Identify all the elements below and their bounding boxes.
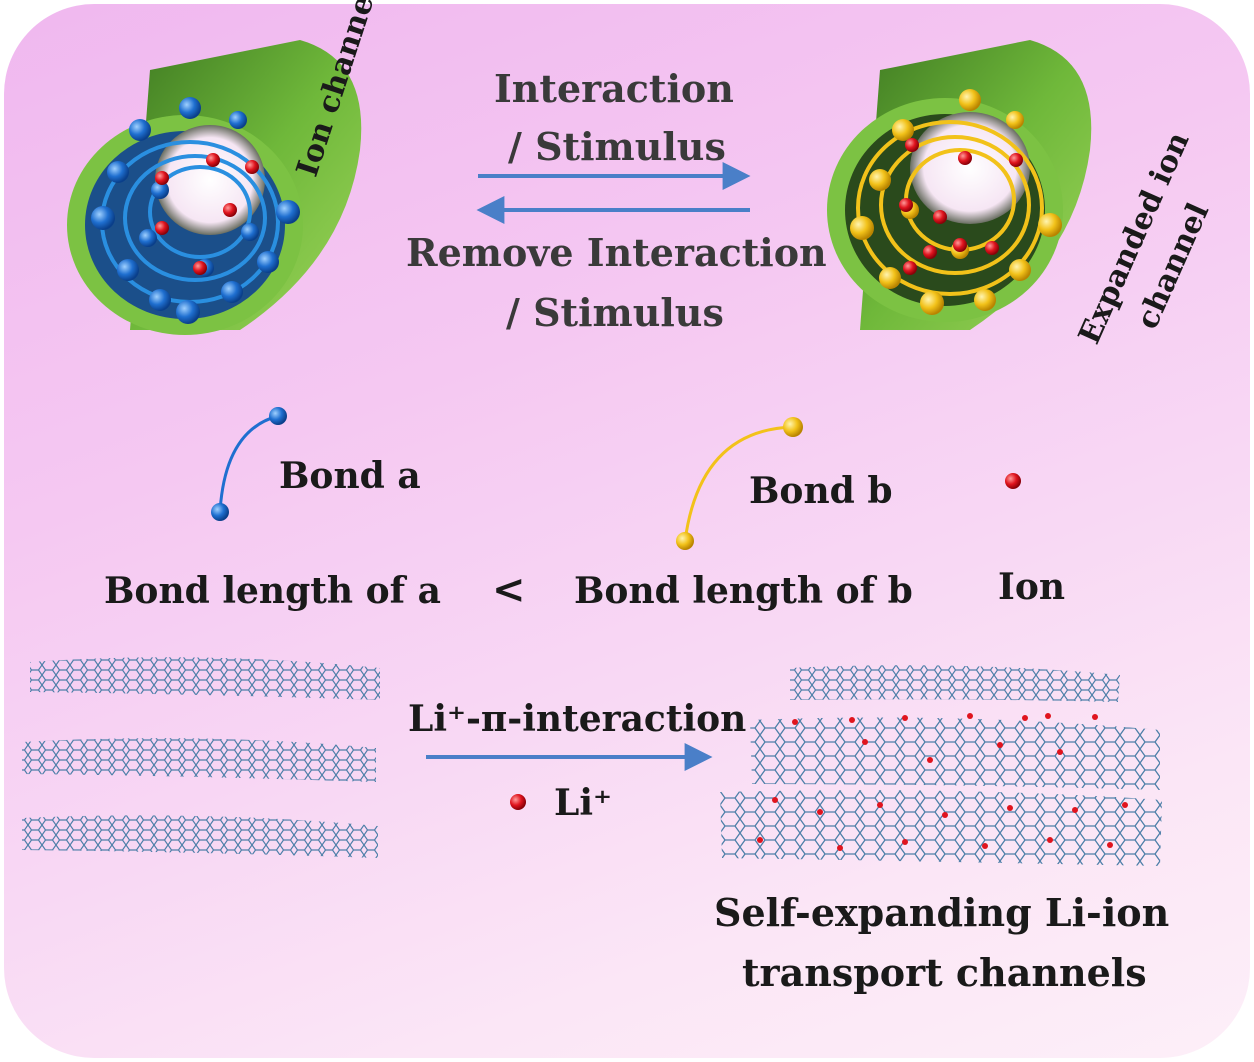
expanded-channel-ions (899, 138, 1023, 275)
ion-symbol (1005, 473, 1021, 489)
backward-label-bottom: / Stimulus (506, 290, 724, 335)
ion-label: Ion (998, 566, 1066, 608)
li-pi-interaction-label: Li⁺-π-interaction (408, 698, 747, 740)
graphene-sheets-stack (22, 657, 380, 858)
less-than-sign: < (492, 566, 526, 613)
li-ion-symbol (510, 794, 526, 810)
result-label-line1: Self-expanding Li-ion (714, 890, 1170, 935)
expanded-ion-channel-tube (827, 40, 1092, 330)
ion-channel-blue-atoms (91, 97, 300, 324)
bond-b-label: Bond b (749, 470, 893, 512)
bond-b-symbol (676, 417, 803, 550)
expanded-channel-gold-atoms (850, 89, 1062, 315)
backward-label-top: Remove Interaction (406, 230, 827, 275)
ion-channel-ions (155, 153, 259, 275)
expanded-graphene-structure (720, 665, 1162, 866)
bond-a-label: Bond a (279, 455, 421, 497)
result-label-line2: transport channels (742, 950, 1147, 995)
intercalated-li-ions (757, 713, 1128, 851)
bond-length-a-label: Bond length of a (104, 570, 441, 612)
forward-label-top: Interaction (494, 66, 734, 111)
forward-label-bottom: / Stimulus (508, 124, 726, 169)
li-ion-label: Li⁺ (554, 782, 612, 824)
bond-a-symbol (211, 407, 287, 521)
bond-length-b-label: Bond length of b (574, 570, 913, 612)
